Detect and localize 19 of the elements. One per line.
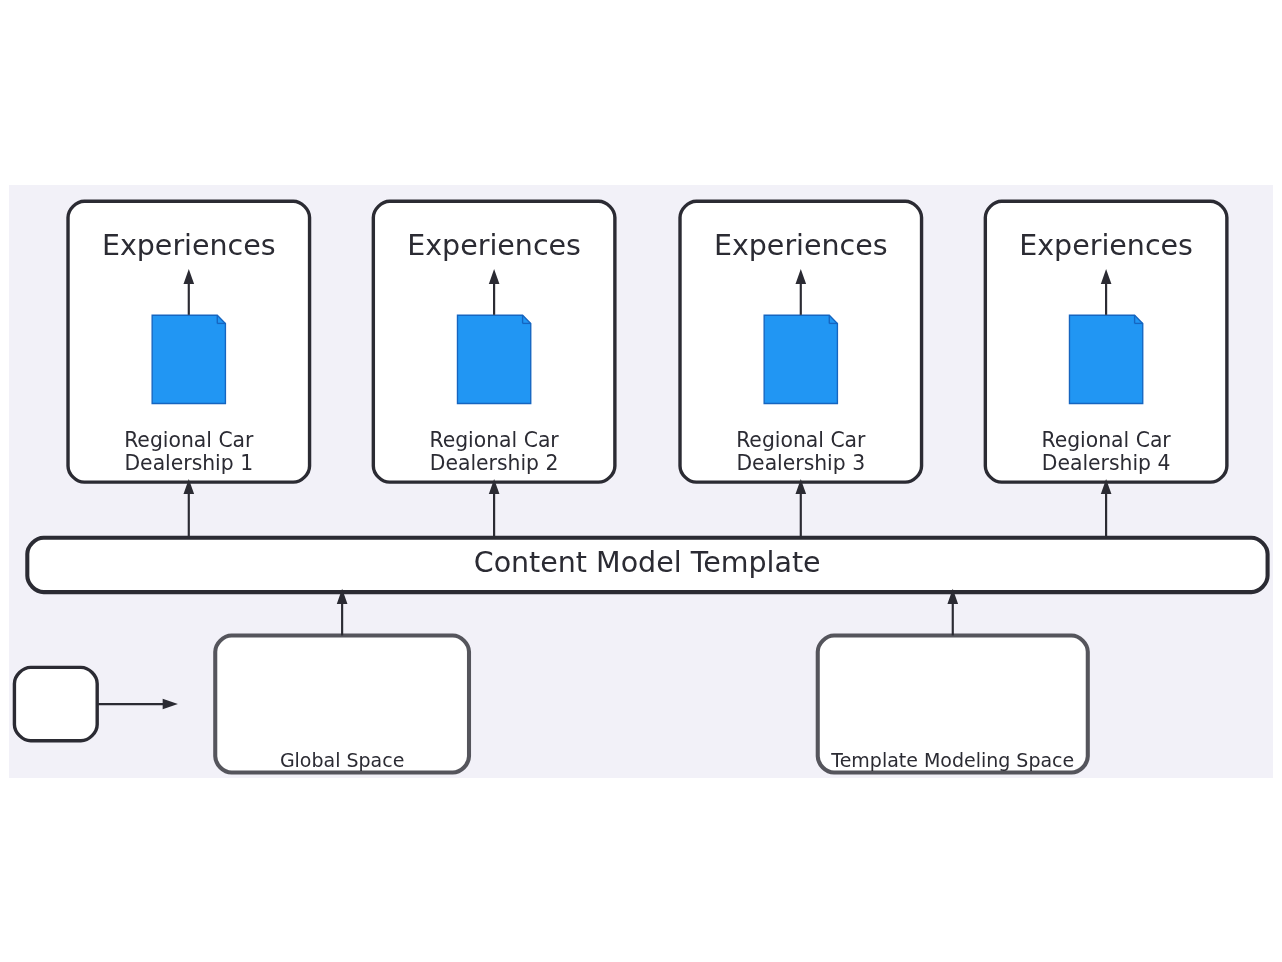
- arrow: [336, 588, 348, 635]
- arrow: [488, 268, 500, 315]
- arrow: [795, 478, 807, 538]
- arrow: [488, 478, 500, 538]
- arrow: [1100, 478, 1112, 538]
- arrow: [97, 698, 178, 709]
- node-box: [12, 665, 99, 742]
- node-text: Experiences: [407, 228, 581, 262]
- arrow: [947, 588, 959, 635]
- node-text: Experiences: [713, 228, 888, 262]
- node-box: Template Modeling Space: [815, 633, 1090, 775]
- node-box: Global Space: [213, 633, 472, 775]
- node-text: Experiences: [101, 228, 276, 262]
- arrow: [1100, 268, 1112, 315]
- arrow: [183, 478, 195, 538]
- arrow: [795, 268, 807, 315]
- node-box: Content Model Template: [25, 535, 1270, 594]
- node-text: Experiences: [1019, 228, 1193, 262]
- arrow: [183, 268, 195, 315]
